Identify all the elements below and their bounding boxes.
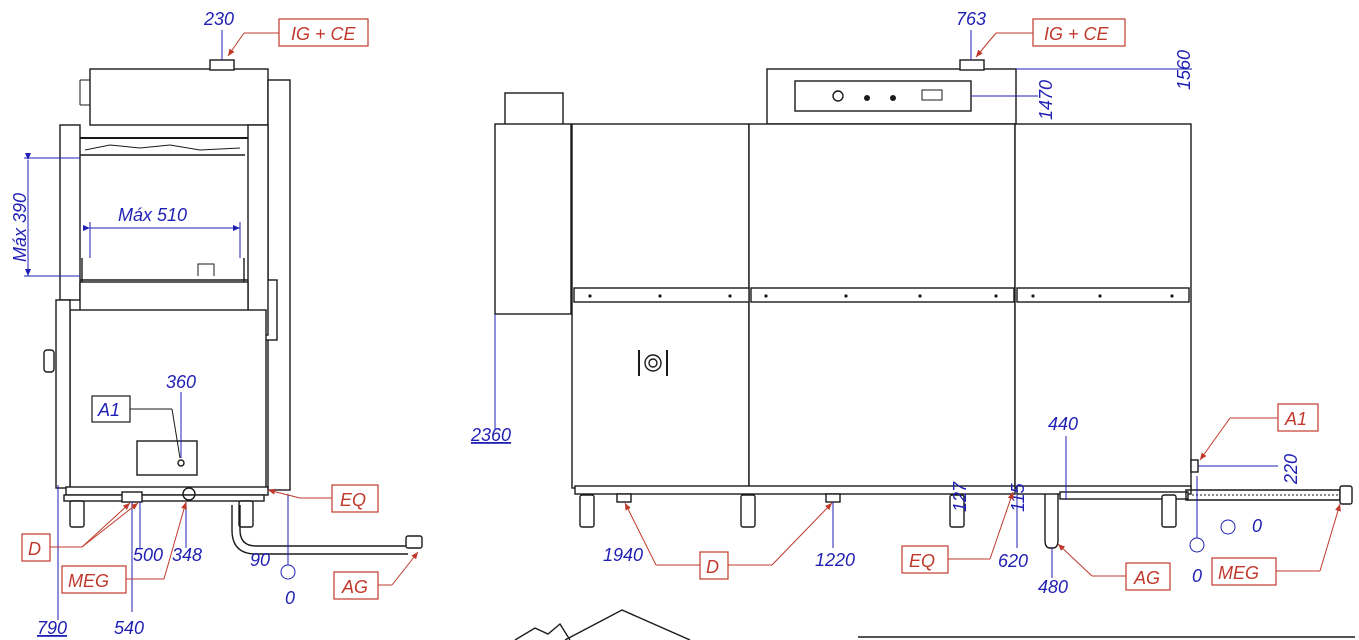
label-eq-front xyxy=(331,484,379,513)
svg-text:MEG: MEG xyxy=(68,571,109,591)
svg-text:EQ: EQ xyxy=(340,490,366,510)
side-left-module xyxy=(494,123,572,315)
dim-1560: 1560 xyxy=(1174,50,1194,90)
side-module-3 xyxy=(1014,123,1192,489)
dim-zero-b: 0 xyxy=(1192,566,1202,586)
label-ig-ce-side xyxy=(1032,18,1126,47)
dim-540: 540 xyxy=(114,618,144,638)
dim-1940: 1940 xyxy=(603,545,643,565)
dim-790: 790 xyxy=(37,618,67,638)
dim-620: 620 xyxy=(998,551,1028,571)
dim-500: 500 xyxy=(133,545,163,565)
dim-480: 480 xyxy=(1038,577,1068,597)
label-d-front xyxy=(21,533,51,562)
front-top-hood xyxy=(89,68,269,126)
side-view xyxy=(494,59,1353,553)
dim-440: 440 xyxy=(1048,414,1078,434)
label-d-side xyxy=(699,551,729,580)
label-a1-front xyxy=(91,395,131,423)
label-ig-ce-front xyxy=(278,18,369,47)
front-view-dimensions: 230 Máx 390 Máx 510 360 500 348 90 0 790… xyxy=(10,9,295,638)
label-ag-side xyxy=(1125,562,1171,591)
svg-text:A1: A1 xyxy=(97,400,120,420)
dim-max-510: Máx 510 xyxy=(118,205,187,225)
label-meg-front xyxy=(61,565,127,594)
dim-220: 220 xyxy=(1281,454,1301,485)
dim-2360: 2360 xyxy=(470,425,511,445)
dim-1470: 1470 xyxy=(1036,80,1056,120)
label-a1-side xyxy=(1277,403,1319,432)
side-view-labels: IG + CE A1 D EQ AG MEG xyxy=(624,18,1341,591)
side-module-2 xyxy=(748,123,1016,489)
partial-title-block xyxy=(514,609,1355,640)
dim-127: 127 xyxy=(950,481,970,512)
svg-text:AG: AG xyxy=(1133,568,1160,588)
svg-text:D: D xyxy=(706,557,719,577)
label-eq-side xyxy=(901,545,949,574)
svg-text:EQ: EQ xyxy=(909,551,935,571)
label-meg-side xyxy=(1211,557,1277,586)
dim-763: 763 xyxy=(956,9,986,29)
front-view xyxy=(43,59,423,580)
dim-zero-front: 0 xyxy=(285,588,295,608)
dim-230: 230 xyxy=(203,9,234,29)
svg-text:AG: AG xyxy=(341,577,368,597)
dim-zero-a: 0 xyxy=(1252,516,1262,536)
svg-text:MEG: MEG xyxy=(1218,563,1259,583)
svg-text:IG + CE: IG + CE xyxy=(291,24,357,44)
dim-1220: 1220 xyxy=(815,550,855,570)
dim-360: 360 xyxy=(166,372,196,392)
svg-text:A1: A1 xyxy=(1284,409,1307,429)
front-control-box xyxy=(136,440,198,476)
label-ag-front xyxy=(333,571,379,600)
front-view-labels: IG + CE A1 EQ D MEG AG xyxy=(21,18,419,600)
side-control-panel xyxy=(794,80,972,112)
svg-text:IG + CE: IG + CE xyxy=(1044,24,1110,44)
dim-90: 90 xyxy=(250,550,270,570)
side-view-dimensions: 763 1560 1470 2360 220 440 127 115 0 0 1… xyxy=(470,9,1301,597)
dim-115: 115 xyxy=(1008,482,1028,512)
svg-text:D: D xyxy=(28,539,41,559)
dim-348: 348 xyxy=(172,545,202,565)
side-module-1 xyxy=(571,123,750,489)
dim-max-390: Máx 390 xyxy=(10,193,30,262)
